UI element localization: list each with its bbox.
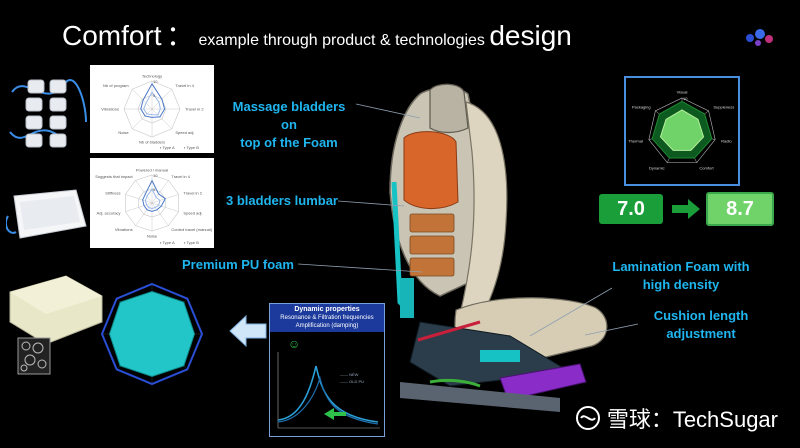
radar-axis-label: Travel in 2 — [185, 107, 204, 112]
radar-axis-label: Dynamic — [649, 166, 665, 171]
title-colon: ： — [166, 20, 195, 51]
radar-tick-label: 10 — [683, 96, 688, 101]
label-lamination-foam: Lamination Foam with high density — [612, 259, 750, 292]
radar-series — [108, 290, 196, 378]
title-main: Comfort — [62, 20, 162, 51]
radar-tick-label: 5 — [153, 93, 156, 98]
radar-series — [142, 179, 166, 212]
radar-axis-label: Noise — [147, 234, 158, 239]
radar-axis-label: Stiffness — [105, 190, 120, 195]
radar-axis-label: Visual — [677, 89, 688, 94]
radar-axis-label: Control travel (manual) — [171, 227, 212, 232]
radar-tick-label: 10 — [153, 79, 158, 84]
radar-axis-label: Travel in 4 — [175, 83, 194, 88]
radar-series — [144, 188, 161, 210]
smiley-icon: ☺ — [288, 337, 300, 351]
arrow-left-icon — [229, 314, 267, 348]
car-seat-image — [389, 83, 608, 412]
arrow-left-green-icon — [324, 408, 346, 420]
dynamic-header: Dynamic properties Resonance & Filtratio… — [270, 304, 384, 332]
radar-legend-label: ▪ Type B — [184, 145, 199, 150]
label-cushion-length: Cushion length adjustment — [653, 308, 749, 341]
legend-new: —— NEW — [340, 372, 359, 377]
radar-axis-label: Radio — [721, 138, 732, 143]
slide-title: Comfort ： example through product & tech… — [62, 14, 572, 54]
snowball-logo-icon — [575, 406, 600, 430]
radar-axis-label: Vibrations — [115, 227, 133, 232]
radar-axis-label: Speed adj. — [175, 130, 194, 135]
lumbar-pad-image — [6, 189, 87, 239]
radar-axis-label: Travel in 4 — [171, 174, 190, 179]
radar-axis-label: Thermal — [628, 138, 643, 143]
legend-old: —— OLD PU — [340, 379, 364, 384]
radar-axis-label: Speed adj. — [183, 211, 202, 216]
radar-series — [100, 282, 204, 386]
dynamic-line1: Resonance & Filtration frequencies — [280, 315, 374, 321]
radar-legend-label: ▪ Type B — [184, 240, 199, 245]
radar-tick-label: 10 — [153, 173, 158, 178]
radar-axis-label: Nb of bladders — [139, 140, 165, 145]
radar-axis-label: Noise — [118, 130, 129, 135]
title-tail: design — [489, 20, 572, 51]
logo-icon — [746, 29, 773, 46]
massage-bladders-image — [9, 79, 87, 148]
score-after: 8.7 — [706, 192, 774, 226]
radar-series — [140, 82, 166, 118]
label-massage-bladders: Massage bladders on top of the Foam — [232, 99, 346, 150]
radar-axis-label: Suggests that impact — [95, 174, 133, 179]
dynamic-title: Dynamic properties — [294, 306, 360, 313]
radar-axis-label: Technology — [142, 73, 162, 78]
arrow-right-icon — [672, 199, 700, 219]
radar-axis-label: Comfort — [699, 166, 714, 171]
radar-series — [659, 109, 705, 151]
score-before: 7.0 — [599, 194, 663, 224]
resonance-curve-chart: ☺ —— NEW —— OLD PU — [277, 337, 380, 429]
title-sub: example through product & technologies — [198, 32, 485, 49]
radar-tick-label: 5 — [153, 187, 156, 192]
radar-axis-label: Vibrations — [101, 107, 119, 112]
radar-axis-label: Nb of program — [103, 83, 129, 88]
radar-axis-label: Travel in 2 — [183, 190, 202, 195]
label-lumbar: 3 bladders lumbar — [226, 193, 338, 208]
dynamic-properties-box: Dynamic properties Resonance & Filtratio… — [269, 303, 385, 437]
radar-legend-label: ▪ Type A — [160, 145, 175, 150]
watermark-text: 雪球：TechSugar — [606, 407, 778, 432]
watermark: 雪球：TechSugar — [575, 402, 778, 434]
radar-axis-label: Adj. accuracy — [97, 211, 121, 216]
dynamic-line2: Amplification (damping) — [295, 323, 359, 329]
radar-axis-label: Packaging — [632, 104, 651, 109]
radar-series — [143, 91, 161, 116]
radar-legend-label: ▪ Type A — [160, 240, 175, 245]
label-pu-foam: Premium PU foam — [182, 257, 294, 272]
foam-block-image — [9, 275, 103, 375]
radar-axis-label: Powered / manual — [136, 167, 168, 172]
radar-axis-label: Suppleness — [713, 104, 734, 109]
foam-radar-chart — [100, 282, 204, 386]
